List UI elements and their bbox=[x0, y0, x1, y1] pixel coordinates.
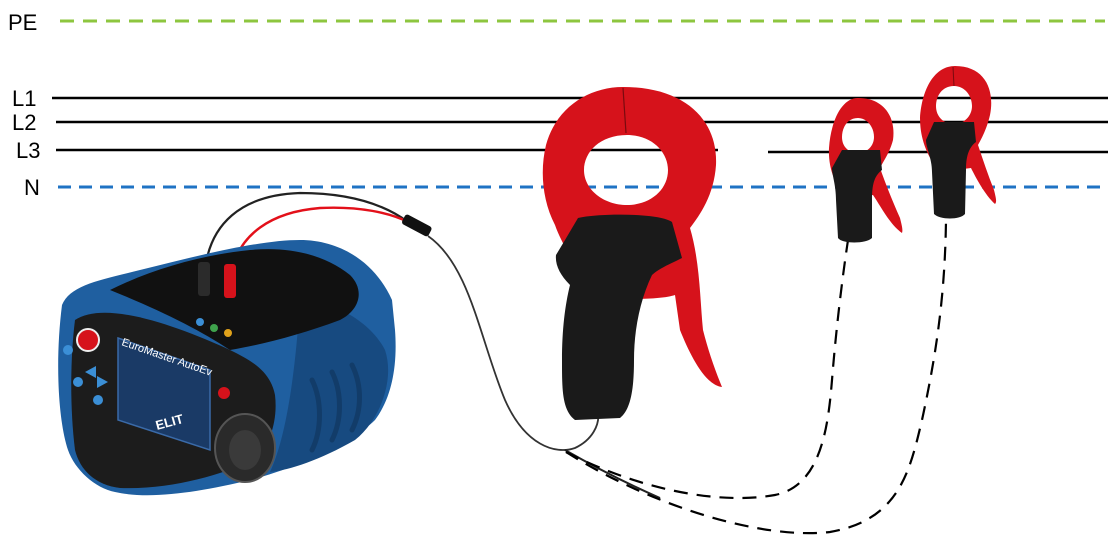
terminal-socket-1 bbox=[196, 318, 204, 326]
n-label: N bbox=[24, 175, 40, 200]
large-clamp-handle bbox=[556, 215, 682, 420]
cable-branch bbox=[565, 450, 660, 498]
small-current-clamp-2 bbox=[920, 66, 996, 219]
rotary-dial-knob bbox=[229, 430, 261, 470]
dial-start-button bbox=[218, 387, 230, 399]
terminal-red bbox=[224, 264, 236, 298]
l1-label: L1 bbox=[12, 86, 36, 111]
installation-tester-device: EuroMaster AutoEv ELIT bbox=[58, 240, 395, 495]
terminal-socket-3 bbox=[224, 329, 232, 337]
nav-button-3 bbox=[93, 395, 103, 405]
pe-label: PE bbox=[8, 10, 37, 35]
l2-label: L2 bbox=[12, 110, 36, 135]
small-current-clamp-1 bbox=[829, 98, 902, 243]
terminal-socket-2 bbox=[210, 324, 218, 332]
large-current-clamp bbox=[543, 87, 722, 420]
small-clamp-2-handle bbox=[926, 122, 976, 219]
nav-button-2 bbox=[73, 377, 83, 387]
lead-connector bbox=[401, 214, 433, 238]
terminal-black bbox=[198, 262, 210, 296]
nav-button-1 bbox=[63, 345, 73, 355]
l3-label: L3 bbox=[16, 138, 40, 163]
power-button bbox=[77, 329, 99, 351]
